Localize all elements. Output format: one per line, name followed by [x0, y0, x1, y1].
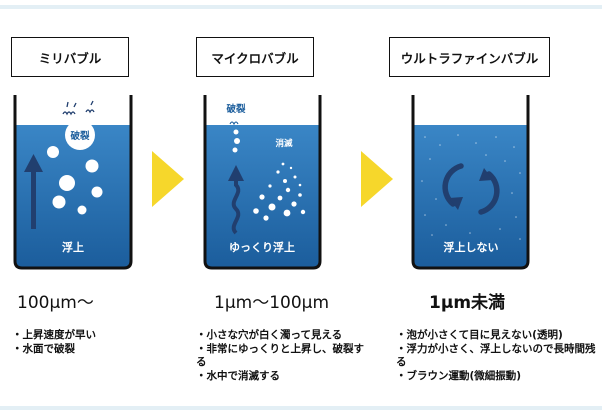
panel-title-millibubble: ミリバブル [11, 37, 129, 77]
beaker-outline [13, 95, 133, 270]
ultrafine-beaker: 浮上しない [411, 95, 530, 270]
water-fill [15, 125, 131, 268]
up-arrow-icon [24, 154, 43, 229]
notes-millibubble: ・上昇速度が早い ・水面で破裂 [12, 329, 152, 356]
bubble-column [232, 129, 240, 153]
nano-bubbles [421, 134, 521, 240]
bubble-diagrams: 破裂 浮上 破裂 [13, 95, 530, 270]
beaker-outline [411, 95, 530, 270]
note-item: ・非常にゆっくりと上昇し、破裂する [196, 342, 364, 369]
note-item: ・ブラウン運動(微細振動) [396, 369, 522, 382]
dissolve-label: 消滅 [275, 138, 293, 149]
beaker-outline [203, 95, 322, 270]
slow-float-label: ゆっくり浮上 [229, 240, 295, 254]
note-item: ・水面で破裂 [12, 342, 75, 355]
chevron-right-icon [361, 151, 393, 207]
rising-bubbles [47, 146, 103, 215]
wavy-arrow-icon [228, 165, 244, 235]
note-item: ・浮力が小さく、浮上しないので長時間残る [396, 342, 596, 369]
note-item: ・小さな穴が白く濁って見える [196, 329, 343, 341]
size-ultrafinebubble: 1μm未満 [429, 293, 506, 313]
notes-microbubble: ・小さな穴が白く濁って見える ・非常にゆっくりと上昇し、破裂する ・水中で消滅す… [196, 329, 374, 383]
millibubble-beaker: 破裂 浮上 [13, 95, 133, 270]
panel-title-ultrafinebubble: ウルトラファインバブル [389, 37, 550, 77]
burst-marks [229, 121, 239, 126]
no-float-label: 浮上しない [444, 240, 499, 254]
microbubble-beaker: 破裂 消滅 ゆっくり浮上 [203, 95, 322, 270]
burst-marks [62, 100, 95, 116]
panel-title-microbubble: マイクロバブル [196, 37, 314, 77]
micro-bubbles [253, 162, 306, 221]
water-fill [413, 125, 528, 268]
chevron-right-icon [152, 151, 184, 207]
large-bubble [65, 120, 95, 150]
note-item: ・泡が小さくて目に見えない(透明) [396, 329, 563, 341]
size-microbubble: 1μm〜100μm [214, 293, 330, 313]
top-decorative-band [0, 5, 602, 9]
burst-label: 破裂 [70, 130, 90, 142]
bottom-decorative-band [0, 406, 602, 410]
float-label: 浮上 [62, 240, 84, 254]
circular-arrows-icon [442, 163, 500, 215]
notes-ultrafinebubble: ・泡が小さくて目に見えない(透明) ・浮力が小さく、浮上しないので長時間残る ・… [396, 329, 598, 383]
burst-label: 破裂 [226, 103, 246, 115]
note-item: ・水中で消滅する [196, 369, 280, 382]
note-item: ・上昇速度が早い [12, 329, 96, 341]
size-millibubble: 100μm〜 [17, 293, 94, 313]
